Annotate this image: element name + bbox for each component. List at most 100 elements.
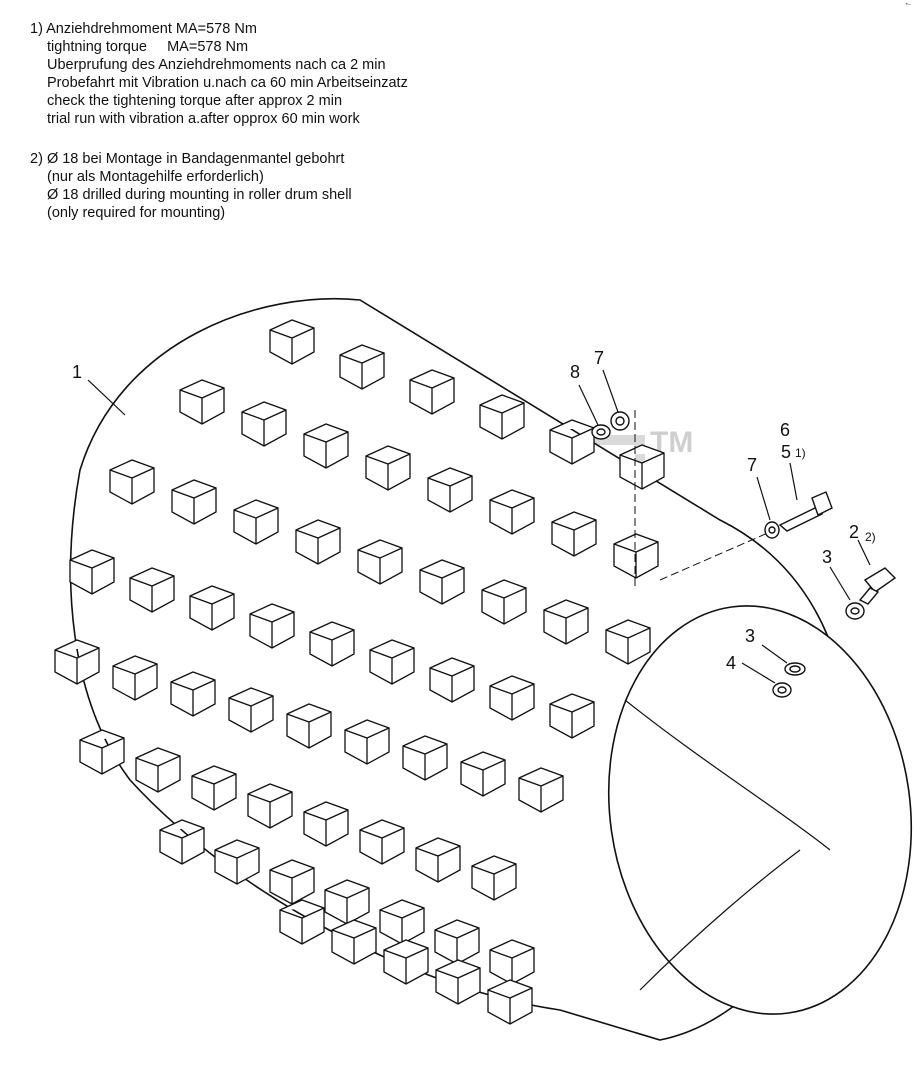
washer-top — [610, 411, 630, 431]
note-1-line-6: trial run with vibration a.after opprox … — [47, 111, 360, 127]
drum-pad — [241, 401, 287, 447]
drum-pad — [249, 603, 295, 649]
drum-pad — [435, 959, 481, 1005]
callout-nut-lower: 4 — [726, 653, 736, 673]
leader-lines — [87, 369, 871, 684]
drum-pad — [324, 879, 370, 925]
note-2-line-4: (only required for mounting) — [47, 205, 226, 221]
drum-pad — [303, 423, 349, 469]
callout-washer-screw: 3 — [822, 547, 832, 567]
drum-pad — [69, 549, 115, 595]
drum-pad — [309, 621, 355, 667]
washer-lower — [784, 662, 806, 676]
callout-labels: 1 8 7 6 5 1) 7 2 2) 3 3 4 — [72, 348, 876, 673]
axis-line-bolt — [659, 531, 771, 581]
note-1-line-1: Anziehdrehmoment MA=578 Nm — [46, 21, 257, 37]
drum-pad — [479, 394, 525, 440]
drum-pad — [344, 719, 390, 765]
drum-pad — [179, 379, 225, 425]
drum-pad — [460, 751, 506, 797]
callout-nut-top: 8 — [570, 362, 580, 382]
drum-pad — [109, 459, 155, 505]
note-2-line-2: (nur als Montagehilfe erforderlich) — [47, 169, 264, 185]
drum-pad — [487, 979, 533, 1025]
nut-lower — [772, 682, 792, 698]
drum-pad — [402, 735, 448, 781]
note-1: 1) Anziehdrehmoment MA=578 Nm tightning … — [30, 20, 408, 128]
washer-bolt — [764, 521, 780, 539]
note-1-line-3: Uberprufung des Anziehdrehmoments nach c… — [47, 57, 386, 73]
drum-pad — [79, 729, 125, 775]
drum-pad — [549, 693, 595, 739]
drum-pad — [471, 855, 517, 901]
note-2: 2) Ø 18 bei Montage in Bandagenmantel ge… — [30, 150, 408, 222]
drum-pad — [551, 511, 597, 557]
drum-pad — [303, 801, 349, 847]
drum-pad — [379, 899, 425, 945]
drum-pad — [357, 539, 403, 585]
drum-pad — [269, 319, 315, 365]
note-1-line-4: Probefahrt mit Vibration u.nach ca 60 mi… — [47, 75, 408, 91]
drum-pad — [549, 419, 595, 465]
bolt — [778, 491, 833, 532]
screw — [858, 567, 897, 605]
note-1-line-2: tightning torque MA=578 Nm — [47, 39, 249, 55]
drum-pad — [331, 919, 377, 965]
drum-pad — [489, 939, 535, 985]
drum-pad — [233, 499, 279, 545]
callout-washer-bolt: 7 — [747, 455, 757, 475]
drum-pad — [489, 489, 535, 535]
drum-pad — [54, 639, 100, 685]
drum-pad — [619, 444, 665, 490]
callout-washer-top: 7 — [594, 348, 604, 368]
watermark-tm: TM — [650, 426, 693, 459]
drum-pad — [269, 859, 315, 905]
drum-pad — [427, 467, 473, 513]
drum-opening — [607, 605, 913, 1015]
drum-pad — [228, 687, 274, 733]
note-2-number: 2) — [30, 151, 43, 167]
drum-pad — [429, 657, 475, 703]
drum-pad — [112, 655, 158, 701]
drum-pad — [605, 619, 651, 665]
drum-pad — [279, 899, 325, 945]
drum-pad — [613, 533, 659, 579]
note-1-number: 1) — [30, 21, 43, 37]
drum-pad — [247, 783, 293, 829]
drum-pad — [170, 671, 216, 717]
nut-top — [591, 424, 611, 440]
drum-pads — [54, 319, 665, 1025]
drum-pad — [359, 819, 405, 865]
callout-bolt: 5 — [781, 442, 791, 462]
drum-pad — [365, 445, 411, 491]
drum-pad — [409, 369, 455, 415]
washer-screw — [845, 602, 865, 620]
note-1-line-5: check the tightening torque after approx… — [47, 93, 343, 109]
drum-pad — [286, 703, 332, 749]
drum-pad — [191, 765, 237, 811]
drum-pad — [189, 585, 235, 631]
callout-6: 6 — [780, 420, 790, 440]
drum-pad — [419, 559, 465, 605]
drum-pad — [489, 675, 535, 721]
note-2-line-1: Ø 18 bei Montage in Bandagenmantel geboh… — [46, 151, 345, 167]
hardware — [591, 410, 897, 698]
drum-pad — [135, 747, 181, 793]
drum-pad — [214, 839, 260, 885]
callout-drum: 1 — [72, 362, 82, 382]
drum-pad — [383, 939, 429, 985]
callout-screw: 2 — [849, 522, 859, 542]
drum-pad — [369, 639, 415, 685]
drum-pad — [339, 344, 385, 390]
corner-mark: •– — [905, 2, 911, 8]
drum-inner-seam — [624, 699, 831, 991]
callout-bolt-note: 1) — [795, 446, 806, 460]
roller-drum — [69, 298, 913, 1041]
callout-screw-note: 2) — [865, 530, 876, 544]
drum-pad — [543, 599, 589, 645]
note-2-line-3: Ø 18 drilled during mounting in roller d… — [47, 187, 352, 203]
drum-pad — [518, 767, 564, 813]
drum-pad — [159, 819, 205, 865]
drum-pad — [295, 519, 341, 565]
